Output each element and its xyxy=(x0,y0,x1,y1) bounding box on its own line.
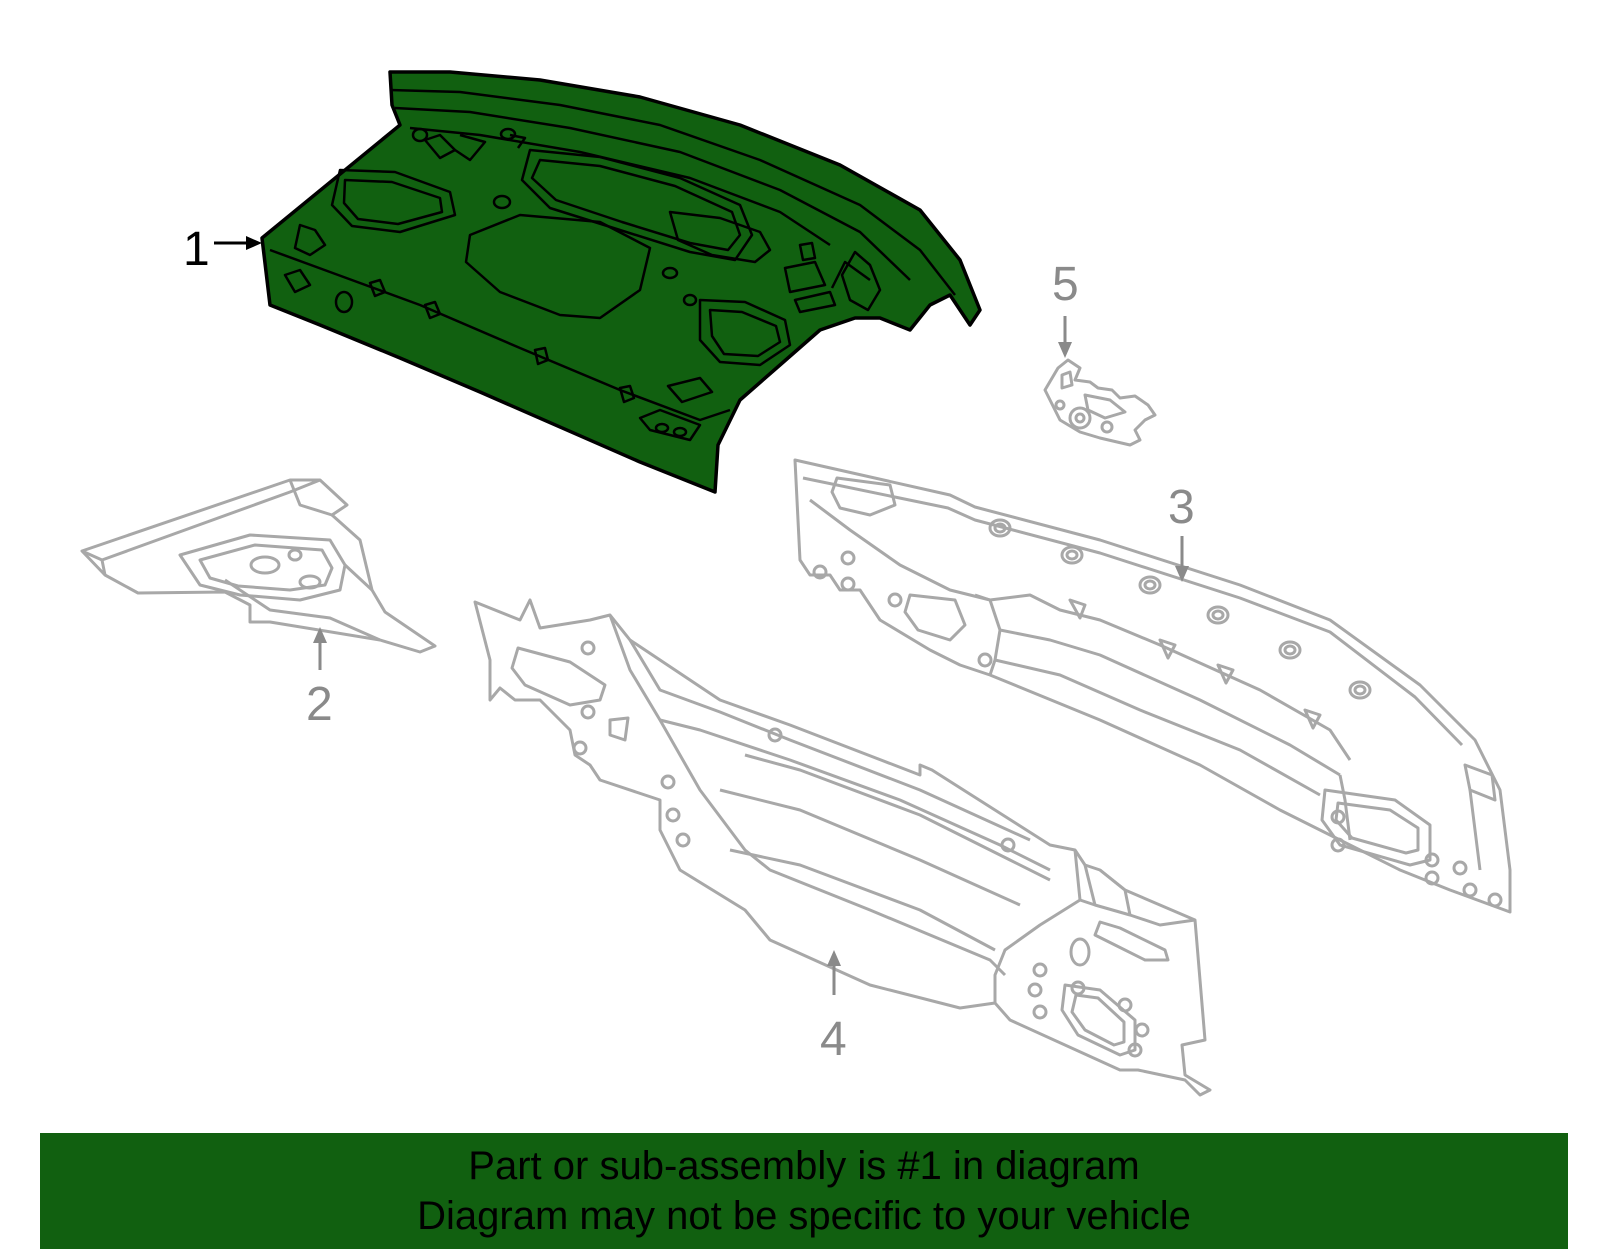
part-4-rear-member[interactable] xyxy=(473,598,1212,1097)
callout-5: 5 xyxy=(1052,258,1079,358)
part-5-small-bracket[interactable] xyxy=(1043,358,1157,447)
callout-1: 1 xyxy=(183,223,262,276)
callout-4-arrowhead xyxy=(827,950,841,966)
callout-5-number: 5 xyxy=(1052,258,1079,311)
callout-1-arrowhead xyxy=(246,236,262,250)
part-4-body xyxy=(473,598,1212,1097)
part-3-rear-panel[interactable] xyxy=(793,458,1512,914)
callout-3-arrowhead xyxy=(1175,566,1189,582)
part-2-bracket[interactable] xyxy=(80,478,437,654)
part-2-body xyxy=(80,478,437,654)
callout-3: 3 xyxy=(1168,481,1195,582)
part-1-package-tray[interactable] xyxy=(260,70,982,494)
callout-2-arrowhead xyxy=(313,627,327,643)
callout-2: 2 xyxy=(306,627,333,731)
callout-4-number: 4 xyxy=(820,1013,847,1066)
callout-5-arrowhead xyxy=(1058,342,1072,358)
banner-line-1: Part or sub-assembly is #1 in diagram xyxy=(468,1144,1140,1188)
callout-3-number: 3 xyxy=(1168,481,1195,534)
part-5-body xyxy=(1043,358,1157,447)
banner-line-2: Diagram may not be specific to your vehi… xyxy=(417,1194,1191,1238)
callout-4: 4 xyxy=(820,950,847,1066)
callout-2-number: 2 xyxy=(306,678,333,731)
callout-1-number: 1 xyxy=(183,223,210,276)
info-banner: Part or sub-assembly is #1 in diagram Di… xyxy=(40,1133,1568,1249)
